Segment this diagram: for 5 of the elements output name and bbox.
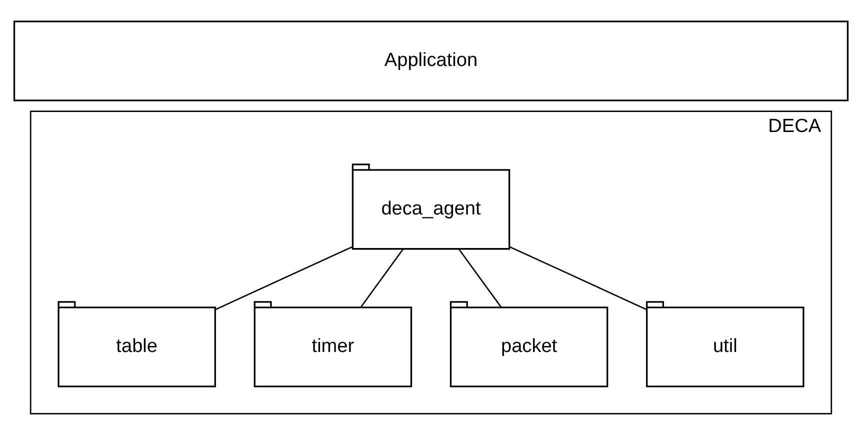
node-box: Application (13, 20, 849, 102)
connector (360, 248, 404, 308)
connector (509, 246, 647, 310)
connector (215, 246, 353, 310)
connector (458, 248, 502, 308)
